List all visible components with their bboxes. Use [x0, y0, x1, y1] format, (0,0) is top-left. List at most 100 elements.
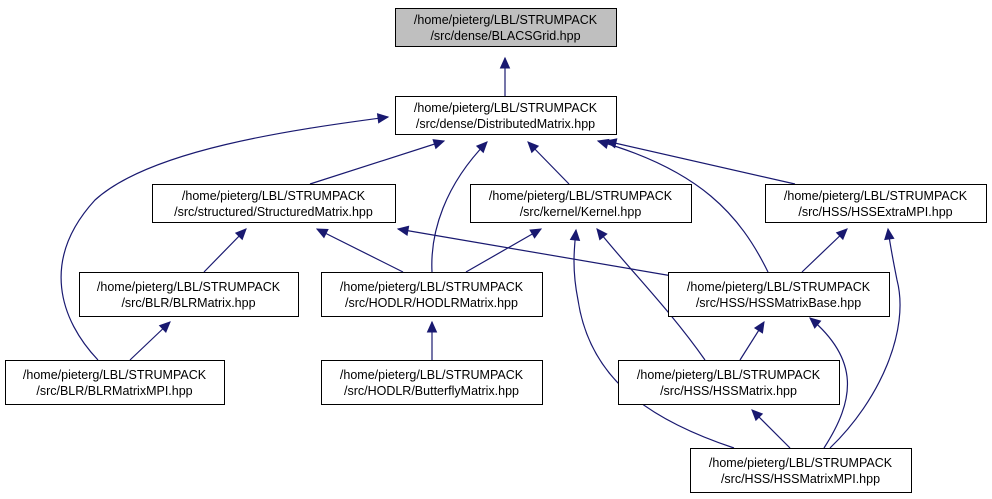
edge-line: [316, 228, 404, 273]
arrowhead: [809, 317, 822, 329]
edge-distributedmatrix-to-blacsgrid: [499, 56, 511, 96]
edge-line: [60, 116, 389, 361]
node-box: [5, 360, 225, 405]
edge-kernel-to-distributedmatrix: [527, 141, 570, 185]
nodes-layer: /home/pieterg/LBL/STRUMPACK/src/dense/BL…: [5, 8, 987, 493]
node-box: [668, 272, 890, 317]
arrowhead: [158, 321, 171, 334]
node-box: [690, 448, 912, 493]
edge-line: [829, 228, 901, 449]
edge-hssmatrix-to-hssmatrixbase: [739, 320, 765, 361]
arrowhead: [596, 138, 610, 149]
node-label-line2: /src/BLR/BLRMatrixMPI.hpp: [36, 384, 192, 398]
node-blrmatrixmpi[interactable]: /home/pieterg/LBL/STRUMPACK/src/BLR/BLRM…: [5, 360, 225, 405]
node-box: [765, 184, 987, 223]
arrowhead: [432, 139, 446, 150]
node-label-line1: /home/pieterg/LBL/STRUMPACK: [414, 101, 598, 115]
arrowhead: [426, 320, 438, 333]
edge-hssmatrixmpi-to-hssextrampi: [829, 227, 901, 449]
edge-hssmatrixbase-to-structuredmatrix: [396, 225, 691, 280]
node-label-line2: /src/HSS/HSSMatrixBase.hpp: [696, 296, 861, 310]
arrowhead: [753, 320, 765, 334]
node-blrmatrix[interactable]: /home/pieterg/LBL/STRUMPACK/src/BLR/BLRM…: [79, 272, 299, 317]
edge-blrmatrix-to-structuredmatrix: [203, 228, 247, 273]
edge-hodlrmatrix-to-kernel: [465, 228, 543, 273]
node-label-line2: /src/HODLR/ButterflyMatrix.hpp: [344, 384, 519, 398]
edge-hssmatrixmpi-to-hssmatrix: [751, 409, 791, 449]
arrowhead: [396, 225, 410, 236]
node-box: [618, 360, 840, 405]
edge-line: [596, 228, 706, 361]
node-label-line2: /src/kernel/Kernel.hpp: [520, 205, 642, 219]
edge-line: [573, 229, 735, 449]
edge-line: [605, 140, 796, 185]
node-label-line1: /home/pieterg/LBL/STRUMPACK: [637, 368, 821, 382]
edge-hssmatrixbase-to-distributedmatrix: [596, 138, 769, 273]
node-label-line2: /src/HODLR/HODLRMatrix.hpp: [345, 296, 518, 310]
edge-line: [431, 141, 488, 273]
arrowhead: [569, 228, 581, 241]
arrowhead: [884, 227, 895, 241]
node-blacsgrid: /home/pieterg/LBL/STRUMPACK/src/dense/BL…: [395, 8, 617, 47]
node-box: [470, 184, 692, 223]
node-label-line2: /src/HSS/HSSMatrix.hpp: [660, 384, 797, 398]
arrowhead: [376, 113, 390, 124]
node-distributedmatrix[interactable]: /home/pieterg/LBL/STRUMPACK/src/dense/Di…: [395, 96, 617, 135]
node-structuredmatrix[interactable]: /home/pieterg/LBL/STRUMPACK/src/structur…: [152, 184, 396, 223]
edge-line: [809, 317, 849, 449]
node-label-line2: /src/HSS/HSSMatrixMPI.hpp: [721, 472, 880, 486]
node-label-line2: /src/dense/DistributedMatrix.hpp: [416, 117, 595, 131]
edge-line: [397, 228, 691, 280]
node-label-line2: /src/BLR/BLRMatrix.hpp: [121, 296, 255, 310]
node-box: [152, 184, 396, 223]
node-label-line1: /home/pieterg/LBL/STRUMPACK: [340, 280, 524, 294]
arrowhead: [751, 409, 764, 422]
edge-blrmatrixmpi-to-distributedmatrix: [60, 113, 390, 361]
edge-line: [465, 228, 542, 273]
edge-hodlrmatrix-to-structuredmatrix: [315, 228, 404, 273]
edge-blrmatrixmpi-to-blrmatrix: [129, 321, 171, 361]
node-label-line1: /home/pieterg/LBL/STRUMPACK: [687, 280, 871, 294]
node-label-line1: /home/pieterg/LBL/STRUMPACK: [709, 456, 893, 470]
edge-line: [597, 140, 769, 273]
edge-hssmatrixmpi-to-hssmatrixbase: [809, 317, 849, 449]
node-label-line1: /home/pieterg/LBL/STRUMPACK: [182, 189, 366, 203]
arrowhead: [315, 228, 329, 239]
edge-hssmatrixbase-to-hssextrampi: [801, 228, 848, 273]
arrowhead: [835, 228, 848, 241]
arrowhead: [529, 228, 543, 239]
node-label-line2: /src/dense/BLACSGrid.hpp: [430, 29, 580, 43]
arrowhead: [527, 141, 540, 154]
node-label-line2: /src/HSS/HSSExtraMPI.hpp: [798, 205, 952, 219]
arrowhead: [234, 228, 247, 241]
edge-structuredmatrix-to-distributedmatrix: [309, 139, 446, 185]
node-label-line2: /src/structured/StructuredMatrix.hpp: [174, 205, 373, 219]
node-box: [395, 96, 617, 135]
arrowhead: [596, 228, 608, 241]
node-butterflymatrix[interactable]: /home/pieterg/LBL/STRUMPACK/src/HODLR/Bu…: [321, 360, 543, 405]
node-box: [79, 272, 299, 317]
node-hodlrmatrix[interactable]: /home/pieterg/LBL/STRUMPACK/src/HODLR/HO…: [321, 272, 543, 317]
arrowhead: [475, 141, 488, 154]
node-hssmatrixbase[interactable]: /home/pieterg/LBL/STRUMPACK/src/HSS/HSSM…: [668, 272, 890, 317]
node-label-line1: /home/pieterg/LBL/STRUMPACK: [340, 368, 524, 382]
edge-hodlrmatrix-to-distributedmatrix: [431, 141, 488, 273]
node-kernel[interactable]: /home/pieterg/LBL/STRUMPACK/src/kernel/K…: [470, 184, 692, 223]
node-hssextrampi[interactable]: /home/pieterg/LBL/STRUMPACK/src/HSS/HSSE…: [765, 184, 987, 223]
node-hssmatrix[interactable]: /home/pieterg/LBL/STRUMPACK/src/HSS/HSSM…: [618, 360, 840, 405]
node-box: [321, 360, 543, 405]
node-box: [321, 272, 543, 317]
arrowhead: [499, 56, 511, 69]
edge-hssextrampi-to-distributedmatrix: [604, 138, 796, 185]
node-label-line1: /home/pieterg/LBL/STRUMPACK: [414, 13, 598, 27]
edge-hssmatrix-to-kernel: [596, 228, 706, 361]
edge-butterflymatrix-to-hodlrmatrix: [426, 320, 438, 360]
edges-layer: [60, 56, 901, 449]
node-label-line1: /home/pieterg/LBL/STRUMPACK: [23, 368, 207, 382]
node-label-line1: /home/pieterg/LBL/STRUMPACK: [784, 189, 968, 203]
node-box: [395, 8, 617, 47]
node-label-line1: /home/pieterg/LBL/STRUMPACK: [489, 189, 673, 203]
node-label-line1: /home/pieterg/LBL/STRUMPACK: [97, 280, 281, 294]
node-hssmatrixmpi[interactable]: /home/pieterg/LBL/STRUMPACK/src/HSS/HSSM…: [690, 448, 912, 493]
